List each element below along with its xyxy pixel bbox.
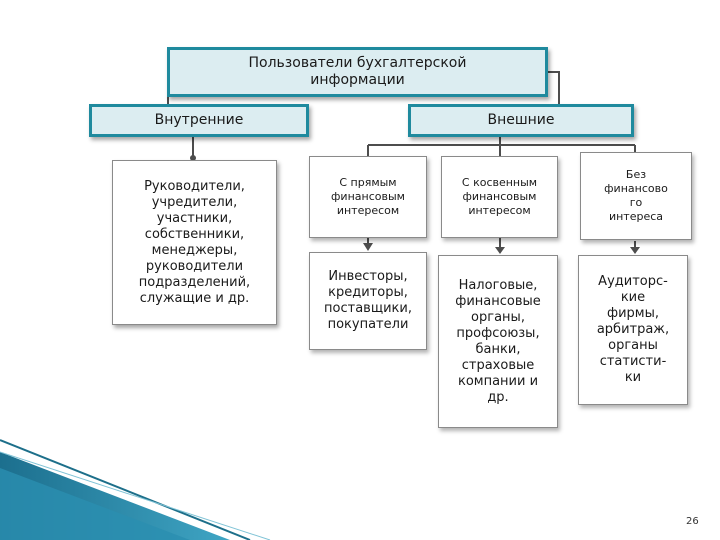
page-number: 26 xyxy=(686,516,699,527)
